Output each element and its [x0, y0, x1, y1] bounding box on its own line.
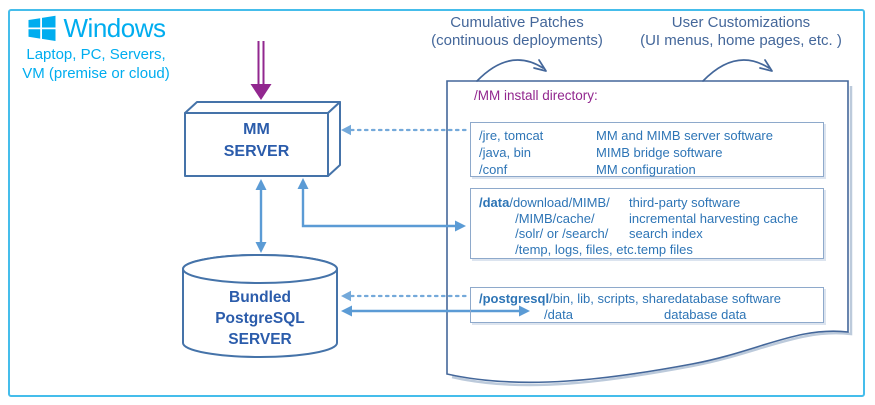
mm-server-line1: MM: [243, 121, 270, 138]
document-shadow: [451, 86, 853, 387]
customizations-curved-arrow-icon: [702, 59, 773, 82]
mm-server-node-label: MM SERVER: [185, 119, 328, 163]
directory-line: /solr/ or /search/search index: [479, 226, 703, 241]
diagram-outer-frame: [8, 9, 865, 397]
directory-line: /MIMB/cache/incremental harvesting cache: [479, 210, 799, 226]
customizations-title: User Customizations: [671, 14, 811, 31]
postgresql-line1: Bundled: [229, 289, 291, 306]
postgresql-line2: PostgreSQL: [215, 310, 305, 327]
windows-brand-text: Windows: [63, 12, 166, 43]
directory-box-data: /data/download/MIMB/third-party software…: [470, 188, 824, 259]
mm-server-box-shape: [184, 101, 341, 177]
install-download-arrow-icon: [250, 41, 272, 100]
mm-server-line2: SERVER: [223, 143, 290, 160]
windows-platform-block: Windows Laptop, PC, Servers, VM (premise…: [14, 12, 178, 83]
install-directory-title: /MM install directory:: [474, 88, 598, 103]
windows-logo-icon: [28, 15, 55, 41]
directory-line: /data/download/MIMB/third-party software: [479, 195, 741, 210]
install-directory-document-shape: [446, 80, 849, 384]
platform-caption-line2: VM (premise or cloud): [22, 65, 170, 82]
user-customizations-label: User Customizations (UI menus, home page…: [636, 14, 846, 50]
patches-title: Cumulative Patches: [450, 14, 584, 31]
mm-data-elbow-arrow: [297, 178, 466, 232]
customizations-subtitle: (UI menus, home pages, etc. ): [640, 32, 842, 49]
mm-postgres-double-arrow: [255, 179, 267, 253]
patches-curved-arrow-icon: [476, 59, 547, 82]
directory-line: /temp, logs, files, etc.temp files: [479, 241, 693, 257]
cumulative-patches-label: Cumulative Patches (continuous deploymen…: [416, 14, 618, 50]
postgres-data-double-arrow: [341, 305, 530, 317]
patches-subtitle: (continuous deployments): [431, 32, 603, 49]
postgresqldir-to-db-dotted-arrow: [341, 290, 472, 302]
postgresql-cylinder-shape: [182, 254, 338, 358]
jre-to-mm-dotted-arrow: [341, 124, 472, 136]
platform-caption-line1: Laptop, PC, Servers,: [26, 46, 166, 63]
postgresql-line3: SERVER: [228, 331, 292, 348]
windows-logo-row: Windows: [14, 12, 178, 44]
postgresql-node-label: Bundled PostgreSQL SERVER: [183, 287, 337, 350]
